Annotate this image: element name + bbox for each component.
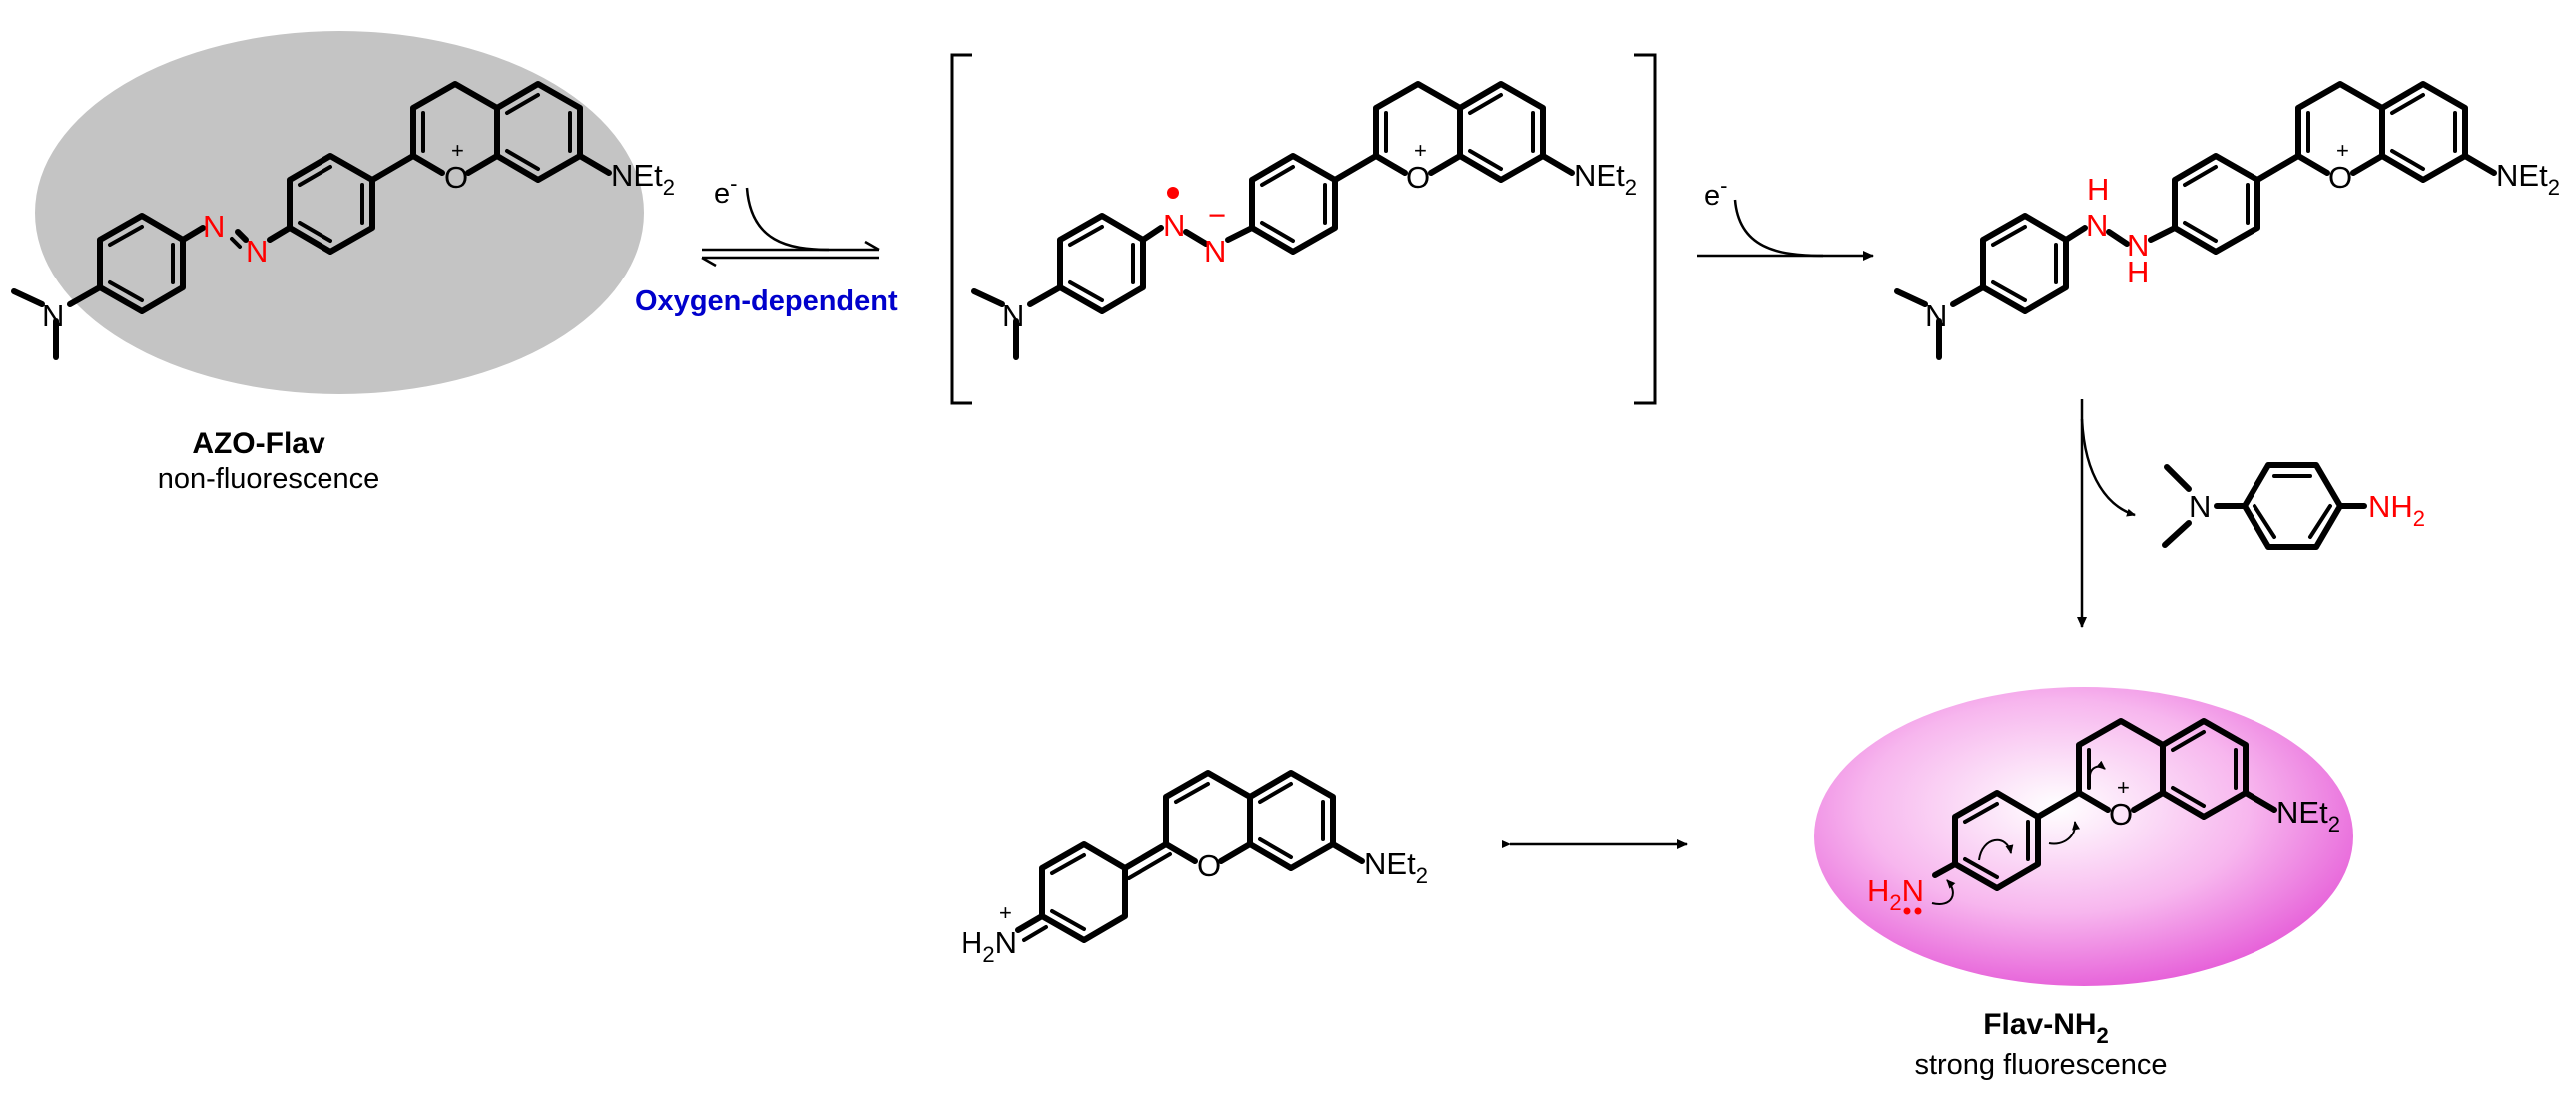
nh-n-bottom: N xyxy=(2127,228,2149,263)
step2-electron: e- xyxy=(1704,173,1727,212)
hydrazo-structure xyxy=(1894,81,2497,360)
azo-n1-label: N xyxy=(203,209,225,244)
ring-o-label: O xyxy=(2109,797,2133,832)
nme2-n-label: N xyxy=(2189,489,2211,524)
radical-n-label: N xyxy=(1163,208,1185,243)
anion-n-label: N xyxy=(1204,234,1226,269)
net2-label: NEt2 xyxy=(611,158,675,200)
step1-electron: e- xyxy=(714,171,737,210)
nh2-label: NH2 xyxy=(2368,489,2425,531)
minus-charge: − xyxy=(1208,198,1226,233)
lone-pair-dot xyxy=(1914,907,1922,915)
net2-label: NEt2 xyxy=(1574,158,1637,200)
plus-charge: + xyxy=(2117,775,2130,800)
electron-push-arrows xyxy=(1931,760,2106,905)
hydrazo-labels: N H N N H O + NEt2 xyxy=(1925,138,2560,333)
flav-nh2-name: Flav-NH2 xyxy=(1983,1008,2109,1048)
step2-arrow xyxy=(1697,199,1874,261)
ring-o-label: O xyxy=(1197,848,1221,883)
ring-o-label: O xyxy=(444,160,468,195)
oxygen-dependent-label: Oxygen-dependent xyxy=(635,285,898,317)
intermediate-structure xyxy=(971,81,1575,360)
net2-label: NEt2 xyxy=(1364,846,1428,888)
nme2-n-label: N xyxy=(1002,298,1024,333)
flav-nh2-structure xyxy=(1932,718,2277,891)
plus-charge: + xyxy=(1414,138,1427,163)
nh-n-top: N xyxy=(2086,208,2108,243)
ring-o-label: O xyxy=(1406,160,1430,195)
radical-dot xyxy=(1167,187,1179,199)
intermediate-labels: N N N − O + NEt2 xyxy=(1002,138,1637,333)
nme2-n-label: N xyxy=(42,298,64,333)
net2-label: NEt2 xyxy=(2276,795,2340,836)
flav-nh2-halo xyxy=(1814,687,2353,986)
azo-flav-name: AZO-Flav xyxy=(192,427,325,460)
azo-n2-label: N xyxy=(246,234,268,269)
byproduct-labels: N NH2 xyxy=(2189,489,2425,531)
cleavage-arrow xyxy=(2077,399,2136,628)
equilibrium-arrow xyxy=(701,187,880,268)
azo-flav-note: non-fluorescence xyxy=(158,463,379,495)
nh-h-top: H xyxy=(2087,172,2109,207)
nme2-n-label: N xyxy=(1925,298,1947,333)
lone-pair-dot xyxy=(1903,907,1911,915)
azo-flav-structure xyxy=(11,81,612,360)
byproduct-structure xyxy=(2162,462,2367,550)
resonance-structure xyxy=(1015,770,1365,943)
amine-label: H2N xyxy=(1867,873,1924,915)
nh-h-bottom: H xyxy=(2127,255,2149,289)
resonance-labels: H2N + O NEt2 xyxy=(961,846,1428,967)
plus-charge: + xyxy=(2336,138,2349,163)
flav-nh2-labels: H2N O + NEt2 xyxy=(1867,775,2340,915)
intermediate-brackets xyxy=(950,53,1657,405)
net2-label: NEt2 xyxy=(2496,158,2560,200)
flav-nh2-note: strong fluorescence xyxy=(1914,1049,2167,1081)
azo-flav-labels: N N N O + NEt2 xyxy=(42,138,675,333)
plus-charge: + xyxy=(999,900,1012,925)
azo-flav-halo xyxy=(35,31,644,394)
ring-o-label: O xyxy=(2328,160,2352,195)
iminium-label: H2N xyxy=(961,925,1017,967)
plus-charge: + xyxy=(451,138,464,163)
